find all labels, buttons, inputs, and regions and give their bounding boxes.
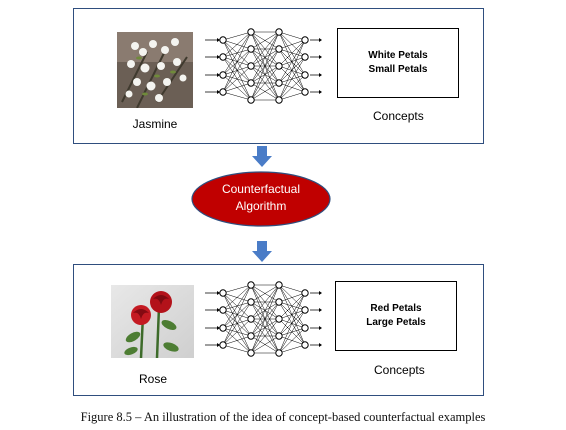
neural-network-top — [205, 28, 322, 104]
algorithm-line-2: Algorithm — [235, 199, 287, 213]
concept-box-bottom: Red Petals Large Petals — [335, 281, 457, 351]
image-label-jasmine: Jasmine — [132, 117, 178, 131]
concepts-label-bottom: Concepts — [374, 363, 425, 377]
neural-network-bottom — [205, 281, 322, 357]
counterfactual-algorithm-label: Counterfactual Algorithm — [191, 181, 331, 215]
concept-box-top: White Petals Small Petals — [337, 28, 459, 98]
concepts-label-top: Concepts — [373, 109, 424, 123]
counterfactual-algorithm-ellipse — [191, 171, 331, 227]
rose-image — [111, 285, 194, 358]
concept-red-petals: Red Petals — [370, 303, 422, 314]
concept-large-petals: Large Petals — [366, 317, 426, 328]
jasmine-image — [117, 32, 193, 108]
algorithm-line-1: Counterfactual — [221, 182, 301, 196]
figure-caption: Figure 8.5 – An illustration of the idea… — [80, 410, 486, 424]
down-arrow-icon — [252, 241, 272, 262]
image-label-rose: Rose — [138, 372, 167, 386]
down-arrow-icon — [252, 146, 272, 167]
concept-small-petals: Small Petals — [368, 64, 428, 75]
concept-white-petals: White Petals — [368, 50, 428, 61]
